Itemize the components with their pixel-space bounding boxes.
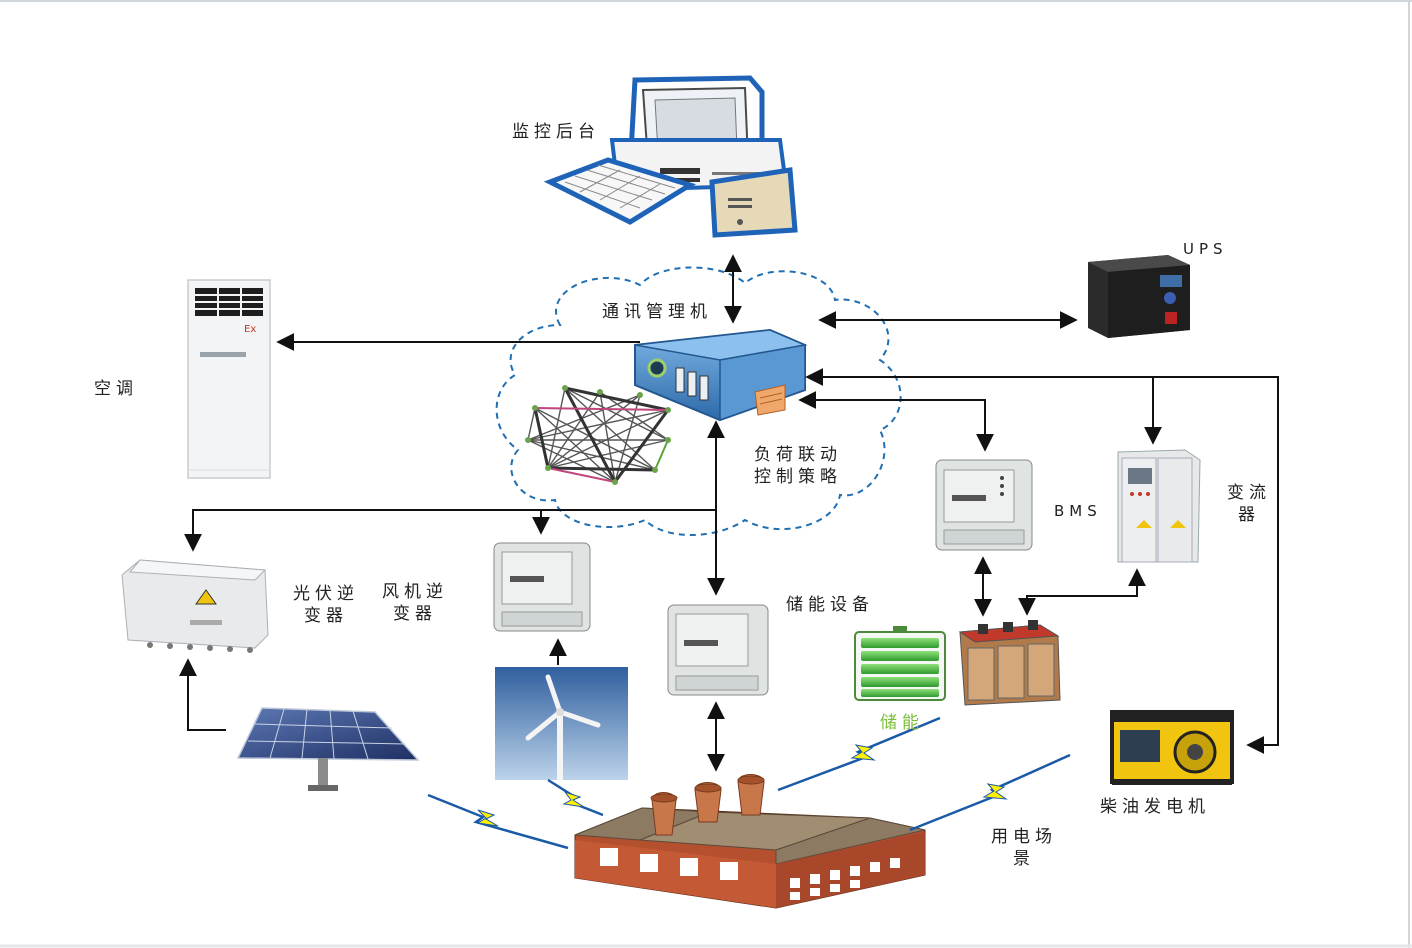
label-monitor-backend: 监控后台 xyxy=(512,122,600,142)
label-pv-inverter: 光伏逆 变器 xyxy=(293,583,359,627)
label-load-strategy-line2: 控制策略 xyxy=(754,467,842,487)
label-diesel-generator: 柴油发电机 xyxy=(1100,797,1210,817)
label-load-strategy-line1: 负荷联动 xyxy=(754,445,842,465)
label-wind-inverter: 风机逆 变器 xyxy=(382,581,448,625)
pv-inverter-icon xyxy=(121,559,269,653)
svg-text:Ex: Ex xyxy=(244,324,256,335)
label-air-conditioner: 空调 xyxy=(94,379,138,399)
link-solar-pv-inverter xyxy=(179,658,226,731)
link-comm-bms xyxy=(798,391,994,452)
wind-inverter-meter-icon xyxy=(493,542,591,632)
ups-device-icon xyxy=(1088,255,1190,338)
label-converter-line1: 变流 xyxy=(1227,483,1271,503)
label-storage: 储能 xyxy=(880,713,924,733)
label-load-strategy: 负荷联动 控制策略 xyxy=(754,444,842,488)
air-conditioner-icon: Ex xyxy=(187,279,271,479)
label-usage-scene-line2: 景 xyxy=(1013,849,1035,869)
label-pv-inverter-line2: 变器 xyxy=(304,606,348,626)
label-storage-equipment: 储能设备 xyxy=(786,595,874,615)
converter-cabinet-icon xyxy=(1117,449,1201,563)
green-battery-icon xyxy=(854,626,946,701)
mesh-network-icon xyxy=(525,385,671,485)
connections xyxy=(179,254,1279,772)
label-usage-scene-line1: 用电场 xyxy=(991,827,1057,847)
label-bms: BMS xyxy=(1054,502,1102,520)
wireless-link-generator xyxy=(909,753,1071,832)
link-converter-battery xyxy=(1018,568,1146,616)
wireless-link-solar xyxy=(427,793,569,850)
storage-meter-icon xyxy=(667,604,769,696)
solar-panel-icon xyxy=(236,707,420,791)
comm-manager-device-icon xyxy=(634,328,808,422)
label-wind-inverter-line2: 变器 xyxy=(393,604,437,624)
monitor-computer-icon xyxy=(543,75,798,238)
link-comm-converter-generator xyxy=(805,368,1279,754)
battery-pack-icon xyxy=(958,620,1061,706)
factory-icon xyxy=(574,774,926,909)
label-ups: UPS xyxy=(1183,240,1228,258)
label-converter: 变流 器 xyxy=(1227,482,1271,526)
wind-turbine-icon xyxy=(495,667,628,780)
label-usage-scene: 用电场 景 xyxy=(991,826,1057,870)
diesel-generator-icon xyxy=(1110,710,1234,785)
label-converter-line2: 器 xyxy=(1238,505,1260,525)
label-wind-inverter-line1: 风机逆 xyxy=(382,582,448,602)
label-comm-manager: 通讯管理机 xyxy=(602,302,712,322)
label-pv-inverter-line1: 光伏逆 xyxy=(293,584,359,604)
bms-meter-icon xyxy=(935,459,1033,551)
link-comm-pv-inverter xyxy=(184,509,716,552)
